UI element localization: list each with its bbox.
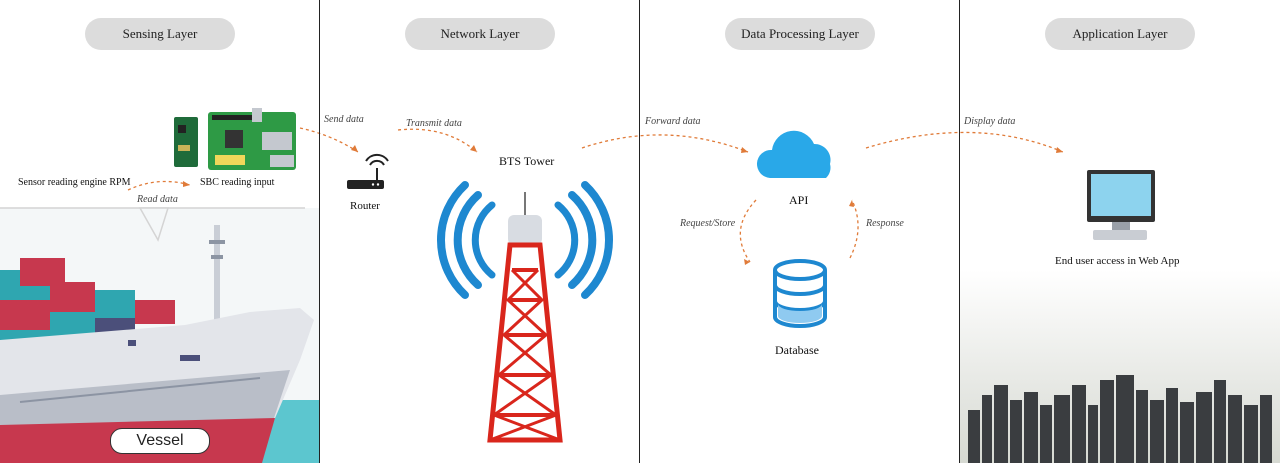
arrow-response bbox=[849, 199, 859, 259]
city-background bbox=[960, 270, 1280, 463]
layer-title-network: Network Layer bbox=[405, 18, 555, 50]
display-data-label: Display data bbox=[964, 116, 1016, 127]
divider-1 bbox=[319, 0, 320, 463]
vessel-illustration bbox=[0, 207, 320, 463]
arrow-heads bbox=[183, 145, 1063, 265]
arrow-read-data bbox=[127, 180, 191, 191]
read-data-label: Read data bbox=[137, 194, 178, 205]
arrow-send-data bbox=[299, 127, 359, 153]
divider-2 bbox=[639, 0, 640, 463]
divider-3 bbox=[959, 0, 960, 463]
arrow-forward-data bbox=[581, 134, 749, 153]
layer-title-processing: Data Processing Layer bbox=[725, 18, 875, 50]
router-icon bbox=[347, 154, 389, 189]
arrow-transmit-data bbox=[397, 128, 478, 153]
arrow-display-data bbox=[865, 131, 1064, 153]
end-user-label: End user access in Web App bbox=[1055, 255, 1180, 267]
computer-monitor-icon bbox=[1087, 170, 1155, 240]
vessel-label: Vessel bbox=[110, 428, 210, 454]
forward-data-label: Forward data bbox=[645, 116, 701, 127]
sbc-label: SBC reading input bbox=[200, 177, 275, 188]
router-label: Router bbox=[350, 200, 380, 212]
layer-title-application: Application Layer bbox=[1045, 18, 1195, 50]
arrow-request-store bbox=[739, 199, 757, 263]
database-icon bbox=[773, 259, 827, 328]
bts-tower-icon bbox=[436, 181, 614, 443]
sbc-board-icon bbox=[208, 108, 296, 170]
api-label: API bbox=[789, 193, 809, 207]
transmit-data-label: Transmit data bbox=[406, 118, 462, 129]
flow-arrows bbox=[127, 127, 1064, 263]
sensor-board-icon bbox=[174, 117, 198, 167]
sensor-label: Sensor reading engine RPM bbox=[18, 177, 131, 188]
response-label: Response bbox=[866, 218, 904, 229]
layer-title-sensing: Sensing Layer bbox=[85, 18, 235, 50]
bts-tower-label: BTS Tower bbox=[499, 154, 555, 168]
database-label: Database bbox=[775, 343, 819, 357]
send-data-label: Send data bbox=[324, 114, 364, 125]
cloud-icon bbox=[756, 130, 831, 178]
request-store-label: Request/Store bbox=[680, 218, 736, 229]
